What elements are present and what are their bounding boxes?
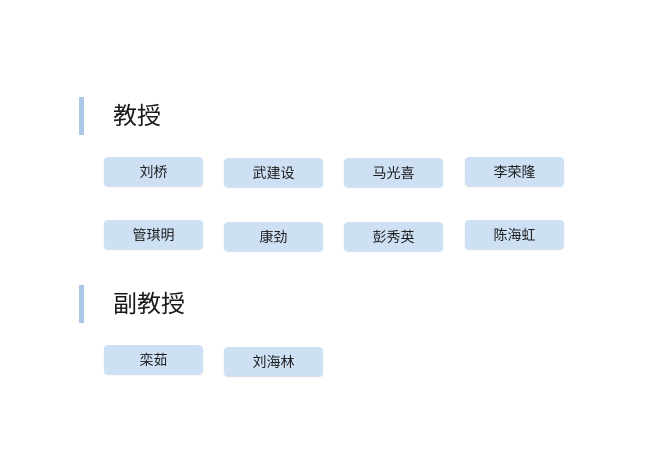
accent-bar [79, 285, 84, 323]
section-heading-associate-professor: 副教授 [79, 285, 185, 323]
name-tag[interactable]: 康劲 [224, 222, 323, 251]
name-tag[interactable]: 陈海虹 [465, 220, 564, 249]
section-heading-professor: 教授 [79, 97, 161, 135]
name-tag[interactable]: 彭秀英 [344, 222, 443, 251]
name-tag[interactable]: 刘海林 [224, 347, 323, 376]
accent-bar [79, 97, 84, 135]
name-tag[interactable]: 刘桥 [104, 157, 203, 186]
name-tag[interactable]: 栾茹 [104, 345, 203, 374]
name-tag[interactable]: 马光喜 [344, 158, 443, 187]
name-tag[interactable]: 管琪明 [104, 220, 203, 249]
section-title: 教授 [113, 102, 161, 130]
section-title: 副教授 [113, 290, 185, 318]
name-tag[interactable]: 武建设 [224, 158, 323, 187]
name-tag[interactable]: 李荣隆 [465, 157, 564, 186]
